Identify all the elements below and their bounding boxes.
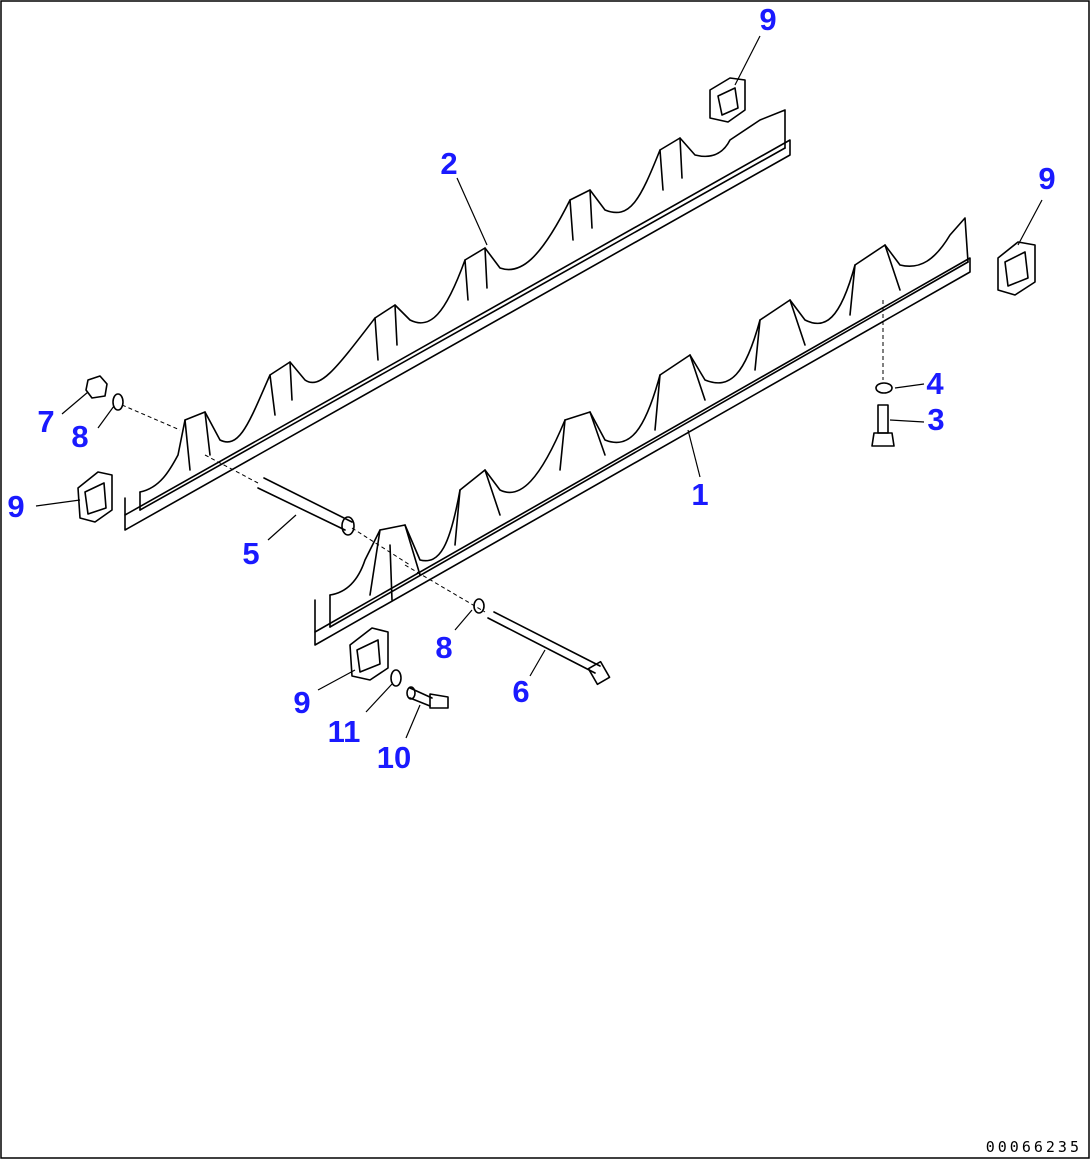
clip-part-9-left xyxy=(77,471,113,523)
leader-lines xyxy=(35,35,1043,739)
callout-c9a: 9 xyxy=(759,2,776,37)
callout-c5: 5 xyxy=(242,536,259,571)
rail-1-brackets xyxy=(369,244,901,601)
shaft-part-5 xyxy=(204,454,411,566)
callout-c6: 6 xyxy=(512,674,529,709)
washer-part-8-upper xyxy=(112,393,124,411)
washer-part-4 xyxy=(875,382,893,394)
bolt-part-10 xyxy=(406,686,449,709)
callout-c9b: 9 xyxy=(1038,161,1055,196)
callout-c1: 1 xyxy=(691,477,708,512)
callout-c8b: 8 xyxy=(435,630,452,665)
callout-c2: 2 xyxy=(440,146,457,181)
rail-2-brackets xyxy=(184,137,683,471)
bolt-part-6 xyxy=(404,564,611,686)
washer-part-11 xyxy=(390,669,402,687)
clip-part-9-right xyxy=(997,241,1036,296)
nut-part-7 xyxy=(85,375,108,399)
washer-part-8-lower xyxy=(473,598,485,614)
callout-c9c: 9 xyxy=(7,489,24,524)
callout-c7: 7 xyxy=(37,404,54,439)
rail-part-1 xyxy=(314,217,971,646)
callout-c3: 3 xyxy=(927,402,944,437)
drawing-code: 00066235 xyxy=(986,1138,1082,1156)
callout-c8a: 8 xyxy=(71,419,88,454)
clip-part-9-top xyxy=(709,77,746,123)
rail-part-2 xyxy=(124,109,791,531)
callout-c9d: 9 xyxy=(293,685,310,720)
callout-c11: 11 xyxy=(328,714,361,749)
callout-c4: 4 xyxy=(926,366,944,401)
callout-c10: 10 xyxy=(377,740,411,775)
bolt-part-3 xyxy=(871,300,895,447)
clip-part-9-bottom xyxy=(349,627,389,681)
